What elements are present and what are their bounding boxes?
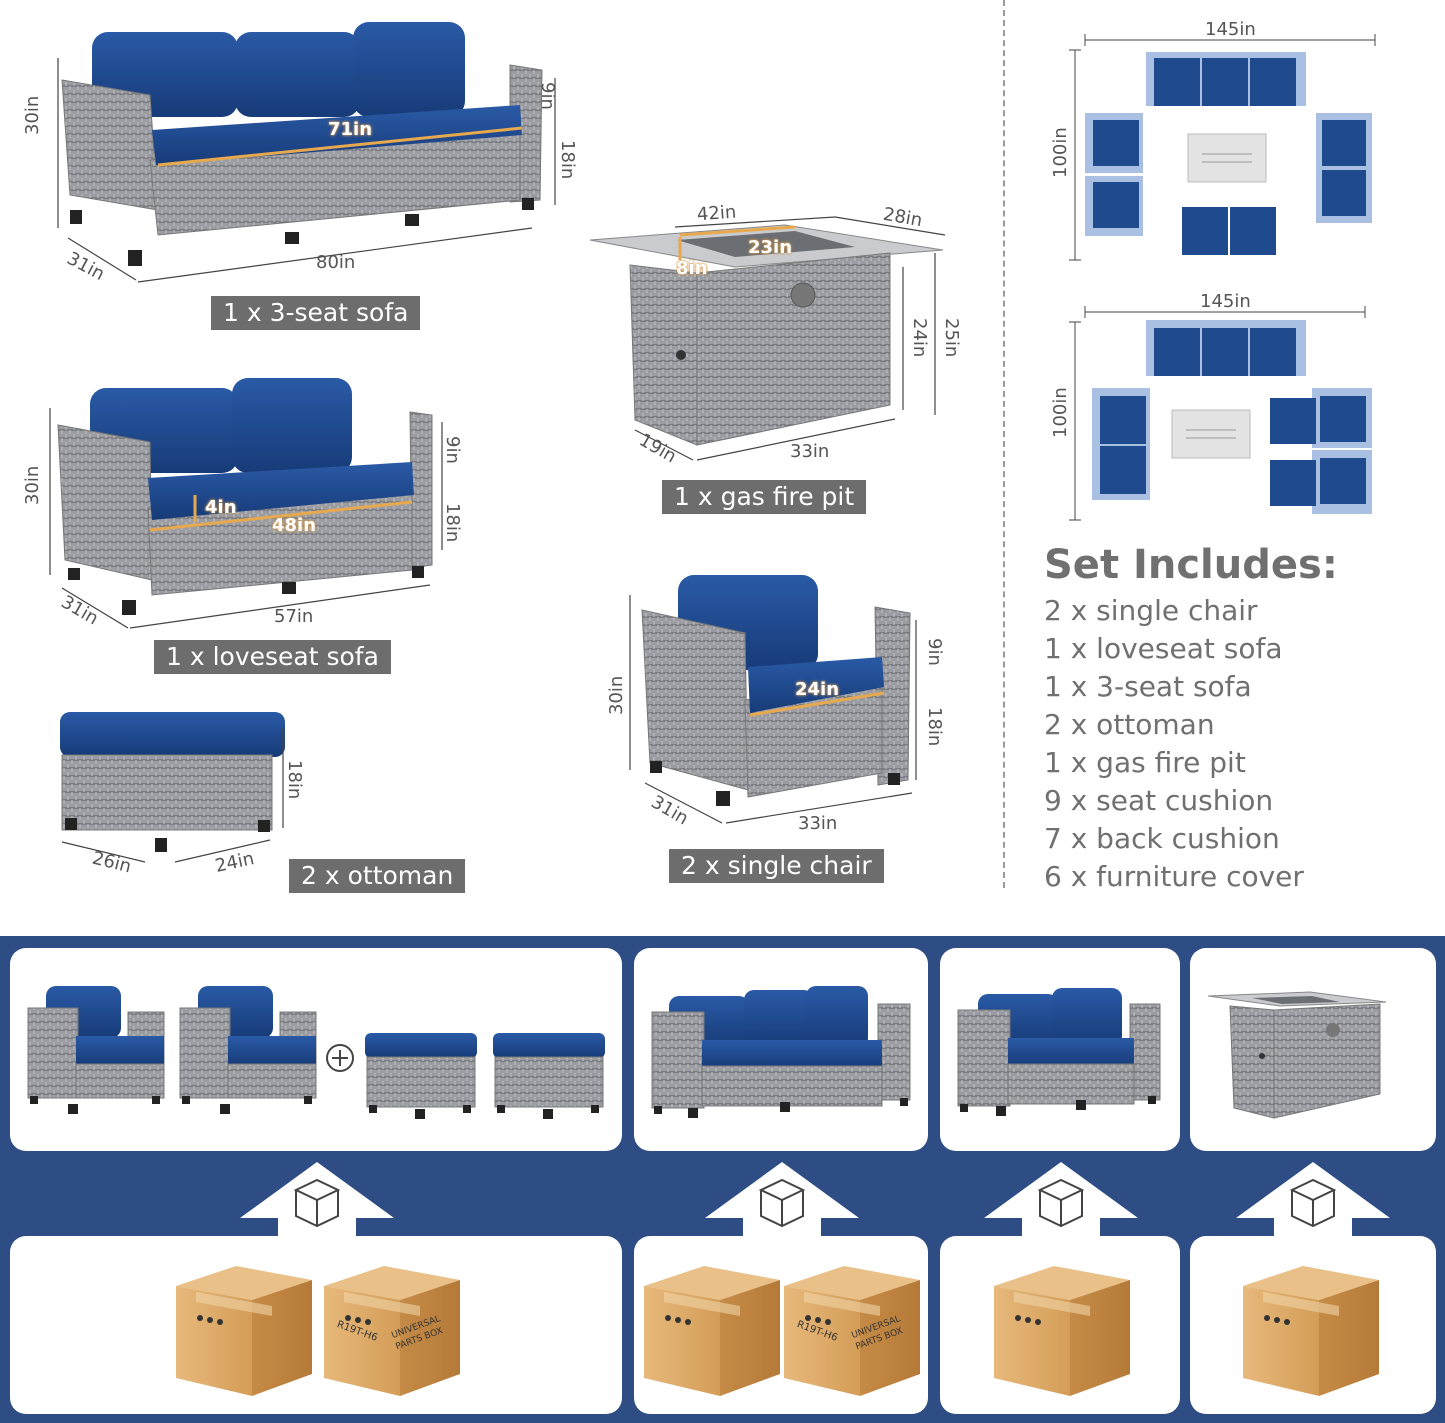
loveseat-seat-width-dim: 48in [272, 515, 317, 536]
set-item: 6 x furniture cover [1044, 860, 1304, 893]
set-item: 2 x single chair [1044, 594, 1258, 627]
fire-pit-image [589, 216, 946, 461]
sofa-package-image [651, 986, 911, 1118]
layout-2-depth-dim: 100in [1050, 387, 1071, 438]
set-item: 9 x seat cushion [1044, 784, 1274, 817]
package-card-fire-pit [1190, 948, 1436, 1151]
cardboard-box-icon [1243, 1266, 1379, 1396]
loveseat-image [49, 378, 443, 629]
arrow-icon [240, 1162, 394, 1238]
sofa3-label: 1 x 3-seat sofa [211, 296, 421, 330]
layout-1-plan [1069, 34, 1376, 261]
set-item: 1 x gas fire pit [1044, 746, 1246, 779]
fire-pit-burner-width-dim: 8in [676, 258, 708, 279]
loveseat-width-dim: 57in [274, 606, 314, 627]
plus-icon [326, 1044, 354, 1072]
set-item: 1 x 3-seat sofa [1044, 670, 1252, 703]
layout-2-plan [1069, 306, 1372, 521]
loveseat-label: 1 x loveseat sofa [154, 640, 391, 674]
layout-2-width-dim: 145in [1200, 291, 1251, 312]
fire-pit-label: 1 x gas fire pit [662, 480, 867, 514]
arrow-icon [1236, 1162, 1390, 1238]
loveseat-cushion-dim: 4in [205, 497, 237, 518]
set-item: 7 x back cushion [1044, 822, 1280, 855]
fire-pit-package-image [1207, 991, 1387, 1119]
layout-1-width-dim: 145in [1205, 19, 1256, 40]
chair-seat-dim: 18in [924, 707, 945, 747]
boxes-card-1 [10, 1236, 622, 1414]
fire-pit-base-length-dim: 33in [790, 441, 830, 462]
sofa3-width-dim: 80in [316, 252, 356, 273]
chair-height-dim: 30in [606, 675, 627, 715]
three-seat-sofa-image [57, 22, 556, 283]
chair-seat-width-dim: 24in [795, 679, 840, 700]
loveseat-height-dim: 30in [22, 465, 43, 505]
cardboard-box-icon [324, 1266, 460, 1396]
section-divider [1003, 0, 1005, 888]
package-card-chairs-ottomans [10, 948, 622, 1151]
fire-pit-top-length-dim: 42in [696, 201, 738, 226]
chair-label: 2 x single chair [669, 849, 884, 883]
sofa3-seat-dim: 18in [557, 140, 578, 180]
sofa3-height-dim: 30in [22, 95, 43, 135]
arrow-icon [984, 1162, 1138, 1238]
loveseat-seat-dim: 18in [442, 503, 463, 543]
single-chair-image [629, 575, 917, 824]
cardboard-box-icon [994, 1266, 1130, 1396]
layout-1-depth-dim: 100in [1050, 127, 1071, 178]
cardboard-boxes [176, 1266, 1379, 1396]
cardboard-box-icon [176, 1266, 312, 1396]
fire-pit-burner-length-dim: 23in [748, 237, 793, 258]
arrow-icon [705, 1162, 859, 1238]
ottoman-label: 2 x ottoman [289, 859, 466, 893]
ottoman-image [60, 712, 285, 863]
chair-width-dim: 33in [798, 813, 838, 834]
cardboard-box-icon [644, 1266, 780, 1396]
chair-back-dim: 9in [924, 638, 945, 666]
loveseat-back-dim: 9in [442, 436, 463, 464]
chairs-ottomans-image [27, 986, 605, 1119]
package-card-loveseat [940, 948, 1180, 1151]
set-item: 1 x loveseat sofa [1044, 632, 1283, 665]
sofa3-back-dim: 9in [537, 82, 558, 110]
fire-pit-total-height-dim: 25in [941, 318, 962, 358]
fire-pit-body-height-dim: 24in [909, 318, 930, 358]
cardboard-box-icon [784, 1266, 920, 1396]
loveseat-package-image [957, 988, 1161, 1116]
set-includes-title: Set Includes: [1044, 542, 1338, 588]
ottoman-height-dim: 18in [284, 760, 305, 800]
set-includes-list: 2 x single chair 1 x loveseat sofa 1 x 3… [1044, 592, 1304, 896]
package-card-sofa [634, 948, 928, 1151]
set-item: 2 x ottoman [1044, 708, 1215, 741]
sofa3-seat-width-dim: 71in [328, 119, 373, 140]
